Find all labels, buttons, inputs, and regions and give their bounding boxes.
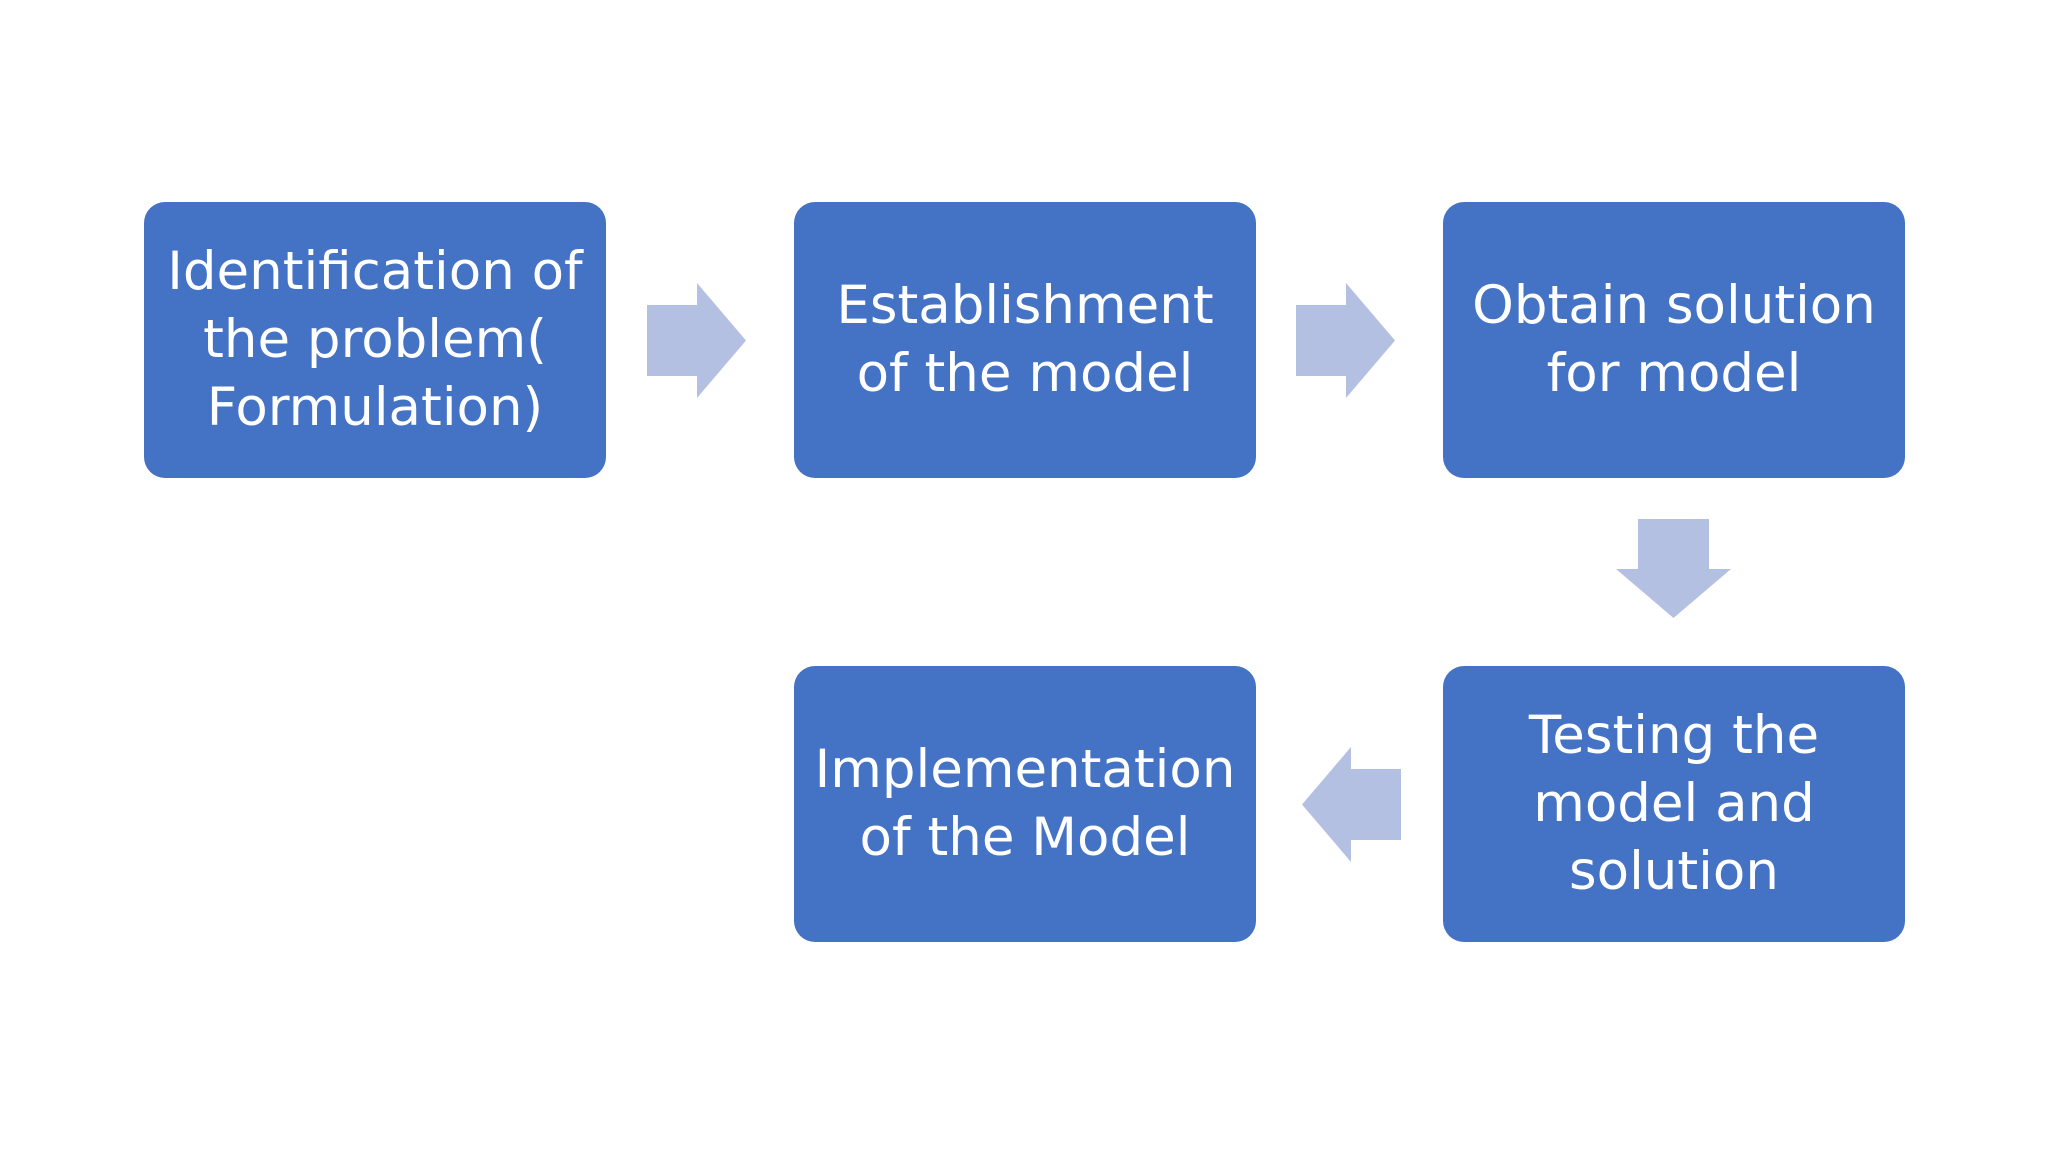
step-testing-label: Testing the model and solution <box>1528 705 1820 902</box>
step-obtain-solution-label: Obtain solution for model <box>1472 275 1876 404</box>
step-obtain-solution-box: Obtain solution for model <box>1443 202 1905 478</box>
step-implementation-box: Implementation of the Model <box>794 666 1256 942</box>
arrow-left-icon <box>1302 747 1401 862</box>
arrow-down-icon <box>1616 519 1731 618</box>
step-implementation-label: Implementation of the Model <box>814 739 1236 868</box>
step-identification-label: Identification of the problem( Formulati… <box>167 241 583 438</box>
arrow-right-icon <box>1296 283 1395 398</box>
arrow-right-icon <box>647 283 746 398</box>
step-testing-box: Testing the model and solution <box>1443 666 1905 942</box>
step-establishment-label: Establishment of the model <box>836 275 1214 404</box>
step-identification-box: Identification of the problem( Formulati… <box>144 202 606 478</box>
step-establishment-box: Establishment of the model <box>794 202 1256 478</box>
